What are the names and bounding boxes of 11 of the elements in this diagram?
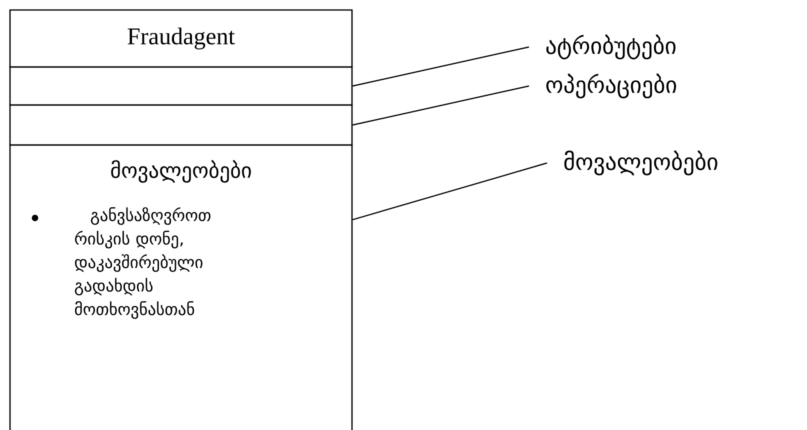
part-label: ატრიბუტები: [546, 34, 676, 60]
compartment-heading: მოვალეობები: [111, 160, 251, 183]
responsibility-text: განვსაზღვროთ რისკის დონე, დაკავშირებული გადახდის მოთხოვნასთან: [74, 207, 210, 319]
class-compartment: [9, 104, 353, 146]
class-name-compartment: Fraudagent: [9, 9, 353, 68]
class-compartment: [9, 66, 353, 106]
part-label: მოვალეობები: [564, 150, 718, 176]
leader-line: [352, 85, 530, 126]
leader-line: [352, 162, 548, 220]
part-label: ოპერაციები: [546, 74, 676, 98]
leader-line: [352, 46, 530, 87]
